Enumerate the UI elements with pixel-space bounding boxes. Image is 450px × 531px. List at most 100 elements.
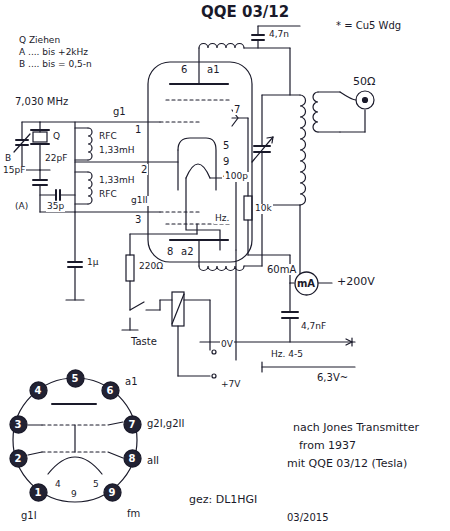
grid-wiring [66, 299, 84, 300]
grid-wiring [60, 194, 75, 195]
grid-wiring [74, 122, 75, 212]
label-text: (A) [14, 202, 29, 212]
supply-wiring [261, 362, 262, 372]
keying-circuit [129, 234, 130, 255]
tank-circuit [267, 137, 273, 143]
node-circle [104, 484, 121, 501]
output-coupling [363, 98, 368, 103]
grid-wiring [21, 122, 22, 140]
screen-resistor [232, 110, 290, 283]
pin-circle: 4 [29, 381, 48, 400]
keying-circuit [130, 233, 197, 234]
node-circle [124, 450, 141, 467]
grid-wiring [75, 161, 178, 162]
label-text: fm [126, 508, 141, 519]
label-text: 4,7nF [300, 322, 327, 332]
rf-coils [75, 44, 318, 271]
grid-wiring [55, 190, 57, 200]
node-circle [295, 272, 318, 295]
grid-wiring [14, 122, 178, 300]
plate-wiring [257, 40, 258, 48]
base-diagram [13, 378, 137, 502]
label-text: RFC [98, 190, 118, 200]
pin-circle: 3 [9, 415, 28, 434]
node-circle [124, 416, 141, 433]
label-text: Q [52, 132, 61, 142]
grid-wiring [16, 139, 28, 141]
grid-wiring [39, 170, 40, 180]
label-text: Hz. [214, 214, 230, 224]
label-text: 35p [46, 202, 65, 212]
keying-circuit [212, 350, 216, 354]
tube-envelope [178, 138, 216, 190]
supply-wiring [316, 282, 332, 283]
supply-wiring [262, 366, 355, 367]
label-text: aII [146, 455, 160, 466]
pin-circle: 9 [103, 483, 122, 502]
pin-number: 8 [123, 449, 142, 468]
keying-circuit [184, 299, 210, 300]
plate-wiring [252, 39, 264, 41]
output-coupling [340, 92, 356, 100]
coil-leads [75, 128, 88, 204]
grid-wiring [39, 185, 40, 212]
supply-wiring [289, 318, 290, 342]
supply-wiring [289, 283, 290, 312]
screen-resistor [232, 117, 248, 118]
label-text: 100p [224, 172, 249, 182]
grid-wiring [14, 134, 30, 152]
grid-wiring [40, 169, 50, 170]
grid-wiring [40, 194, 56, 195]
tank-circuit [252, 137, 273, 162]
pin-number: 1 [29, 483, 48, 502]
keying-circuit [159, 300, 160, 310]
node-circle [30, 484, 47, 501]
pin-number: 5 [66, 369, 85, 388]
base-diagram [52, 403, 96, 405]
keying-circuit [129, 318, 130, 330]
label-text: 4 [54, 480, 62, 490]
keying-circuit [212, 374, 216, 378]
title-text: QQE 03/12 [200, 4, 290, 21]
pin-number: 3 [9, 415, 28, 434]
screen-resistor [247, 118, 248, 196]
tube-envelope [160, 121, 200, 122]
label-text: B [4, 154, 12, 164]
coil-winding [300, 95, 306, 205]
output-coupling [318, 91, 340, 92]
plate-wiring [257, 26, 258, 35]
label-text: 0V [220, 340, 234, 350]
pin-circle: 2 [9, 449, 28, 468]
coil-winding [88, 172, 92, 204]
grid-wiring [74, 212, 75, 262]
plate-wiring [289, 48, 290, 95]
screen-resistor [247, 220, 248, 255]
output-coupling [318, 131, 340, 132]
label-text: 1,33mH [98, 146, 136, 156]
node-circle [10, 450, 27, 467]
label-text: 9 [222, 156, 230, 167]
label-text: Taste [130, 336, 158, 347]
label-text: +200V [336, 276, 376, 288]
keying-circuit [209, 300, 210, 350]
label-text: A .... bis +2kHz [18, 48, 89, 58]
keying-circuit [126, 255, 134, 281]
base-diagram [48, 457, 102, 474]
base-diagram [28, 452, 42, 455]
keying-circuit [172, 294, 184, 324]
coil-winding [88, 128, 92, 160]
label-text: 5 [222, 140, 230, 151]
label-text: 22pF [44, 154, 68, 164]
keying-circuit [172, 292, 184, 326]
label-text: 8 [166, 246, 174, 257]
label-text: g1II [130, 196, 149, 206]
plate-wiring [198, 48, 199, 84]
supply-wiring [200, 283, 355, 372]
label-text: Q Ziehen [18, 36, 61, 46]
plate-wiring [244, 47, 290, 48]
label-text: g1I [20, 510, 38, 521]
keying-circuit [122, 224, 216, 378]
output-coupling [356, 91, 374, 109]
output-coupling [364, 110, 365, 132]
